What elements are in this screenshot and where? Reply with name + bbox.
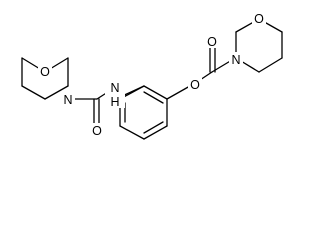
chemical-structure-diagram: O N N H O O O N O: [21, 11, 283, 140]
bond: [258, 57, 283, 73]
atom-labels: O N N H O O O N O: [38, 11, 266, 138]
atom-oxygen-carbonyl: O: [207, 35, 217, 49]
bond: [143, 85, 168, 100]
bond: [211, 59, 233, 73]
atom-nitrogen: N: [63, 93, 72, 107]
atom-oxygen-ester: O: [190, 78, 200, 92]
bond: [119, 125, 145, 140]
atom-oxygen: O: [40, 65, 50, 79]
benzene-ring: [119, 85, 168, 140]
bond: [143, 125, 168, 140]
atom-nitrogen: N: [231, 53, 240, 67]
bond: [166, 85, 191, 100]
atom-hydrogen: H: [110, 95, 119, 109]
atom-oxygen: O: [254, 12, 264, 26]
bond: [44, 85, 69, 100]
bond: [21, 85, 46, 100]
atom-oxygen-carbonyl: O: [92, 124, 102, 138]
aromatic-inner-bond: [143, 91, 164, 104]
atom-nitrogen-amide: N: [110, 81, 119, 95]
aromatic-inner-bond: [143, 121, 164, 134]
